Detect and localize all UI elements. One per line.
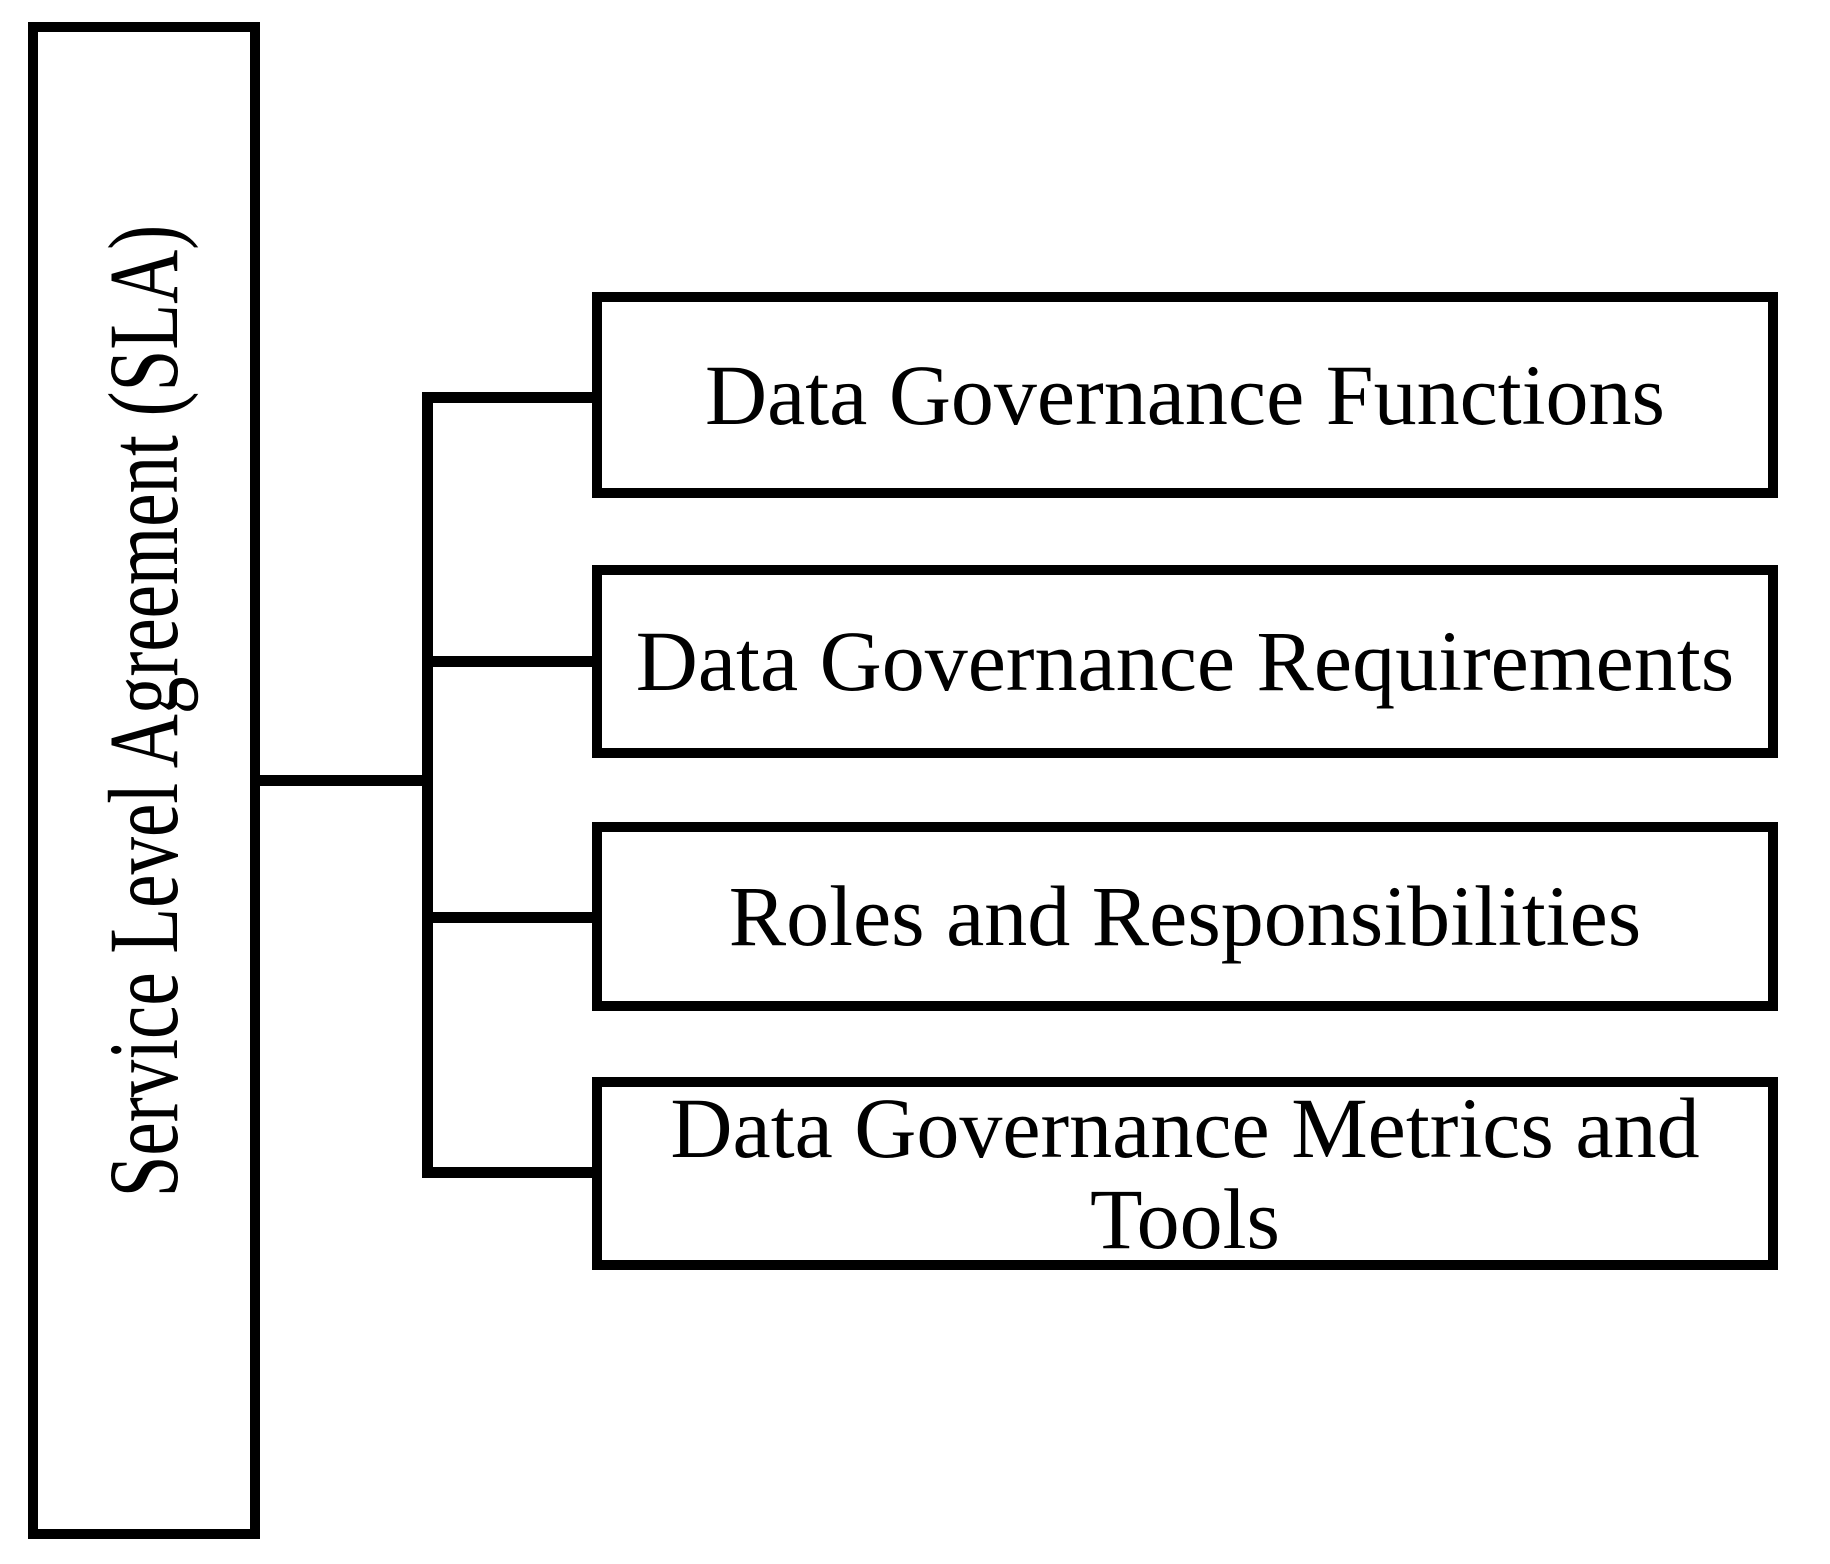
connector-main [250, 775, 433, 786]
node-label: Data Governance Metrics and Tools [670, 1080, 1700, 1267]
node-label: Data Governance Requirements [635, 613, 1735, 710]
node-data-governance-requirements: Data Governance Requirements [592, 565, 1778, 758]
connector-trunk [422, 392, 433, 1178]
node-data-governance-metrics-and-tools: Data Governance Metrics and Tools [592, 1077, 1778, 1270]
sla-root-label: Service Level Agreement (SLA) [88, 224, 199, 1197]
connector-branch-3 [422, 912, 603, 923]
sla-root-box: Service Level Agreement (SLA) [28, 22, 260, 1539]
node-label: Data Governance Functions [704, 346, 1666, 443]
node-roles-and-responsibilities: Roles and Responsibilities [592, 822, 1778, 1011]
connector-branch-1 [422, 392, 603, 403]
connector-branch-2 [422, 656, 603, 667]
node-data-governance-functions: Data Governance Functions [592, 292, 1778, 498]
connector-branch-4 [422, 1167, 603, 1178]
node-label: Roles and Responsibilities [728, 868, 1642, 965]
